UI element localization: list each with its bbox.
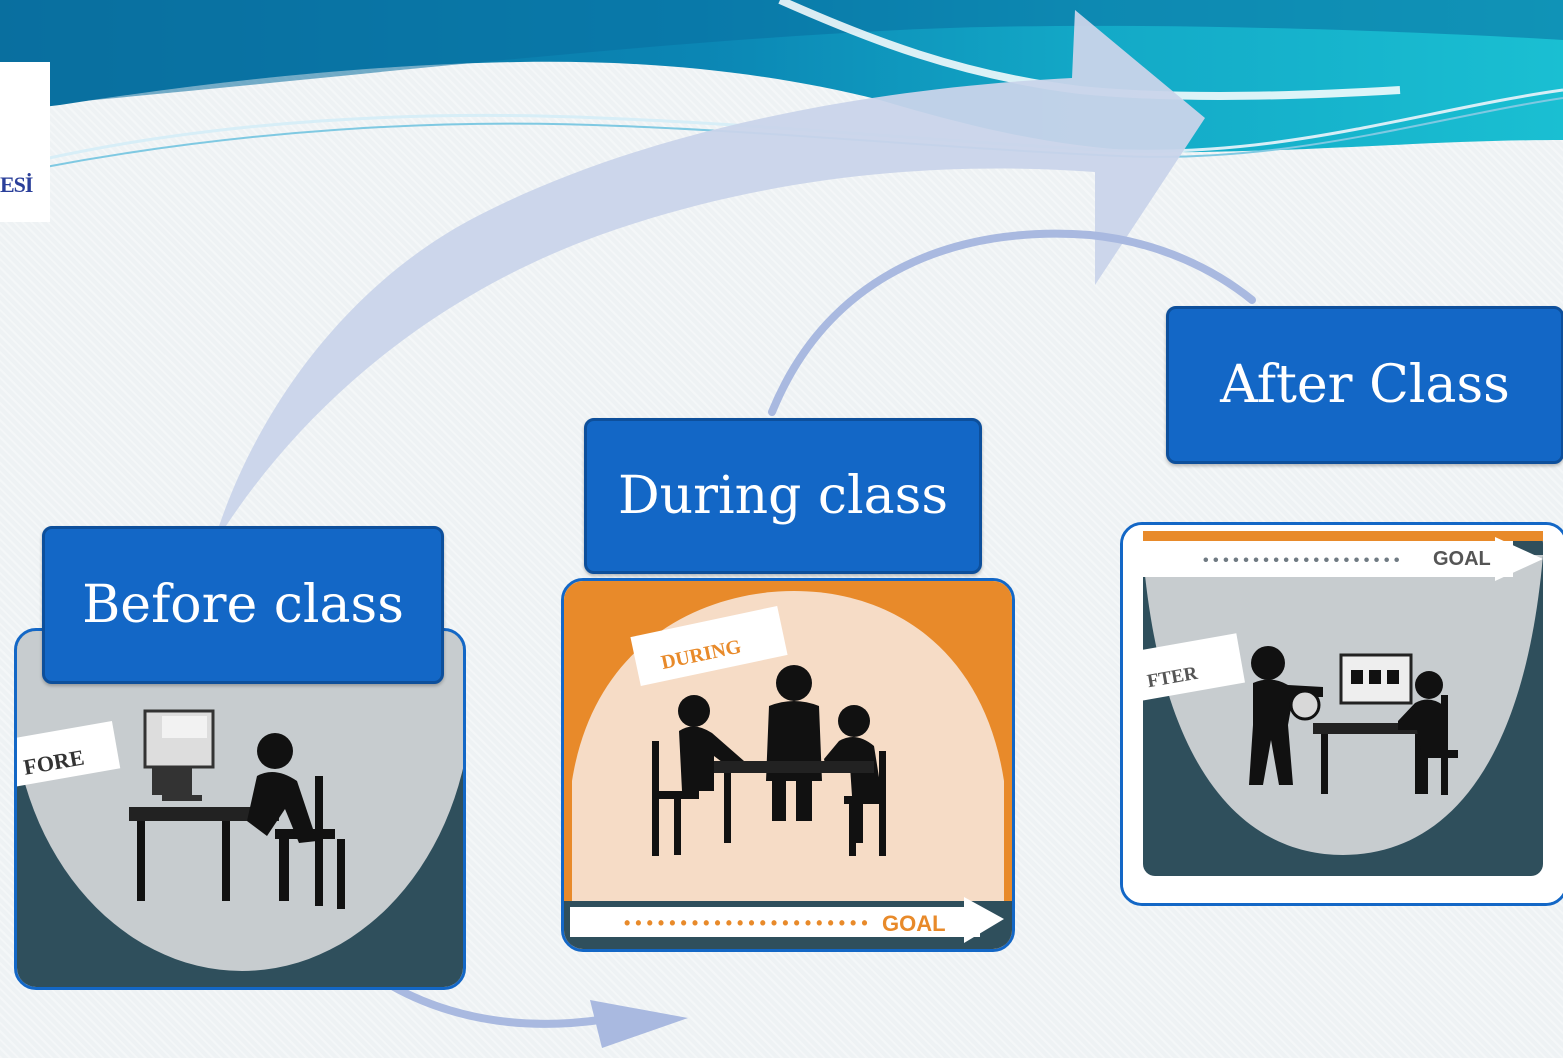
group-work-icon xyxy=(652,665,886,856)
student-at-computer-icon xyxy=(129,709,345,909)
before-tag: FORE xyxy=(17,720,121,788)
teacher-feedback-icon xyxy=(1249,646,1458,795)
before-class-panel: FORE xyxy=(14,628,466,990)
after-class-label: After Class xyxy=(1166,306,1563,464)
after-class-panel: • • • • • • • • • • • • • • • • • • • • … xyxy=(1120,522,1563,906)
during-class-panel: • • • • • • • • • • • • • • • • • • • • … xyxy=(561,578,1015,952)
logo-text: ESİ xyxy=(0,172,33,197)
during-class-label: During class xyxy=(584,418,982,574)
after-goal-label: GOAL xyxy=(1433,548,1491,570)
before-class-label: Before class xyxy=(42,526,444,684)
svg-text:• • • • • • • • • • • • • • •: • • • • • • • • • • • • • • • • • • • • xyxy=(1203,552,1400,569)
svg-text:• • • • • • • • • • • • • • •: • • • • • • • • • • • • • • • • • • • • … xyxy=(624,913,868,933)
during-goal-label: GOAL xyxy=(882,911,946,936)
after-tag: FTER xyxy=(1127,633,1245,702)
